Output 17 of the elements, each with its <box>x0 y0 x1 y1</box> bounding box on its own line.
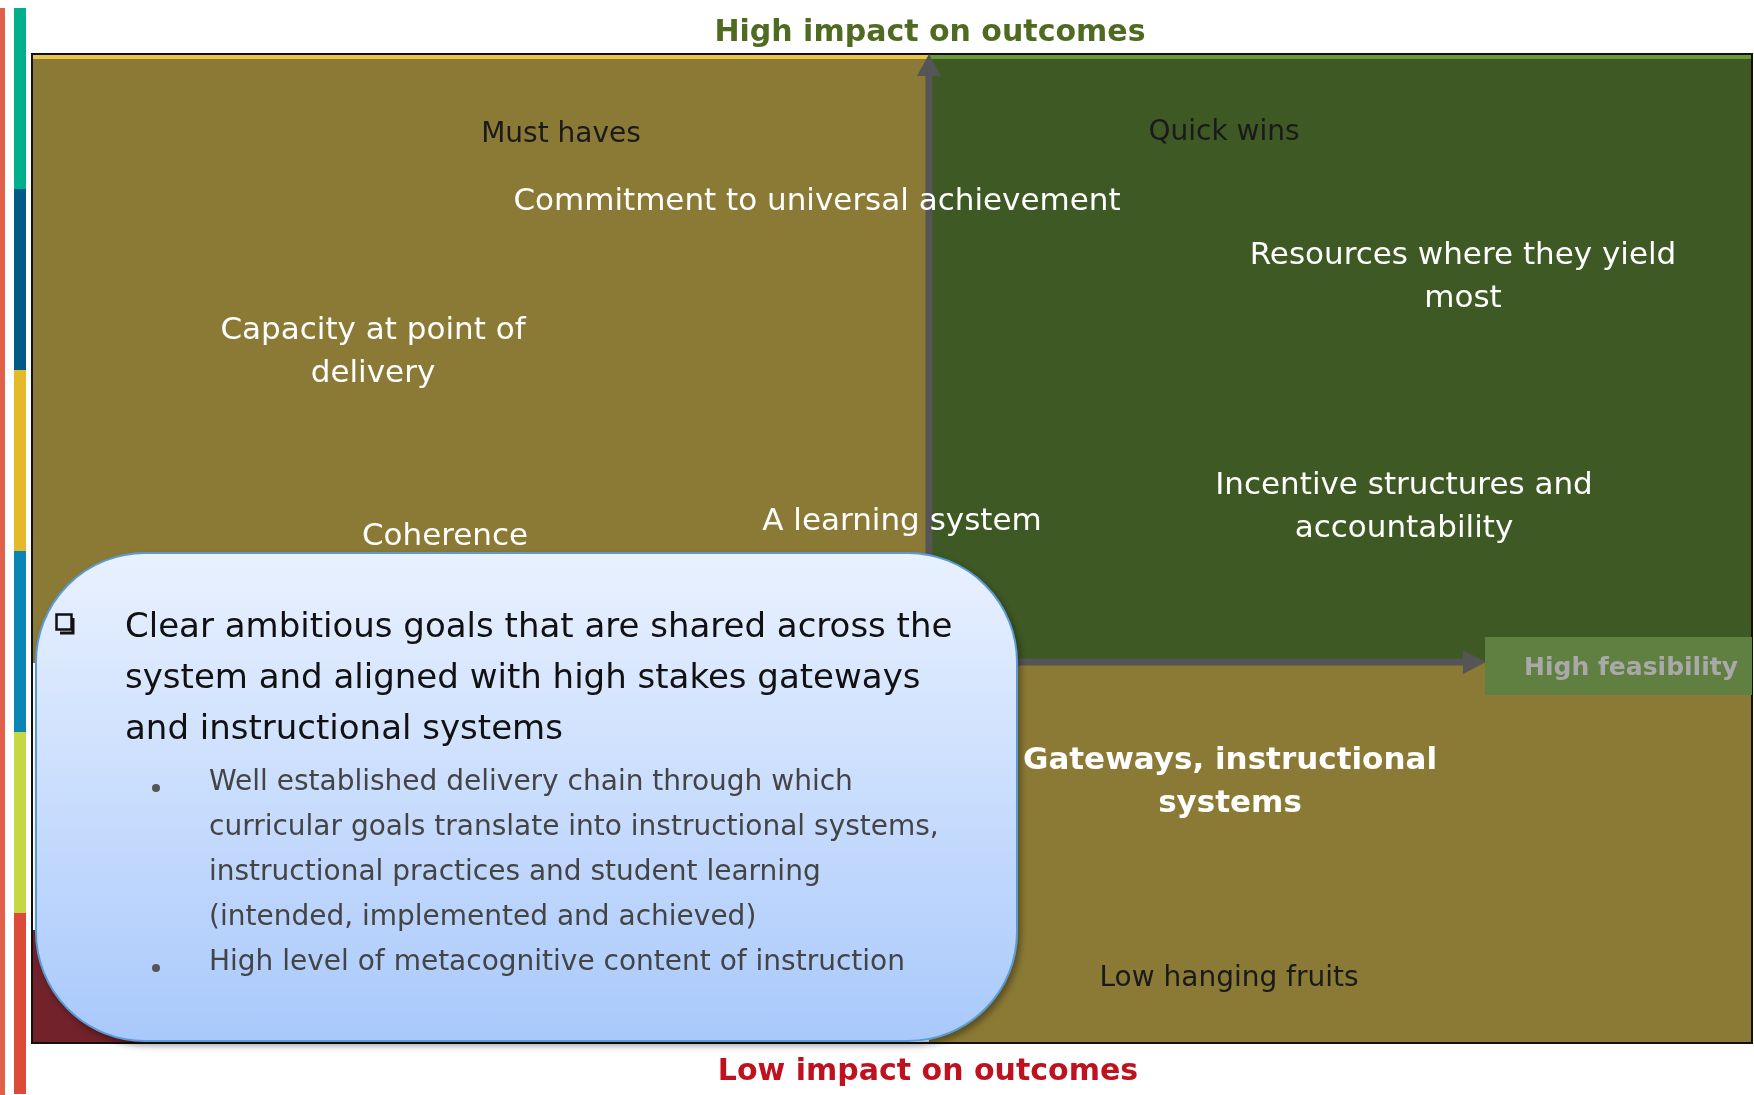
item-label: Incentive structures and accountability <box>1214 463 1594 546</box>
quadrant-heading: Must haves <box>481 116 641 149</box>
callout-tooltip <box>35 552 1018 1042</box>
axis-label-tag: High feasibility <box>1485 637 1752 695</box>
quadrant-heading: Quick wins <box>1148 114 1300 147</box>
callout-heading: Clear ambitious goals that are shared across the system and aligned with high stakes gateways and instructional systems <box>125 604 954 749</box>
item-label: Capacity at point of delivery <box>219 308 528 391</box>
quadrant-heading: Low hanging fruits <box>1099 960 1359 993</box>
item-label: Coherence <box>360 515 530 555</box>
item-label: A learning system <box>761 500 1043 540</box>
bullet-text: High level of metacognitive content of instruction <box>209 943 906 979</box>
axis-title: Low impact on outcomes <box>716 1051 1140 1089</box>
item-label: Commitment to universal achievement <box>512 180 1122 220</box>
axis-title: High impact on outcomes <box>713 12 1147 50</box>
bullet-text: Well established delivery chain through which curricular goals translate into instructional systems, instructional practices and student learning (intended, implemented and achieved) <box>209 763 940 934</box>
item-label: Gateways, instructional systems <box>1021 738 1439 821</box>
item-label: Resources where they yield most <box>1248 233 1678 316</box>
